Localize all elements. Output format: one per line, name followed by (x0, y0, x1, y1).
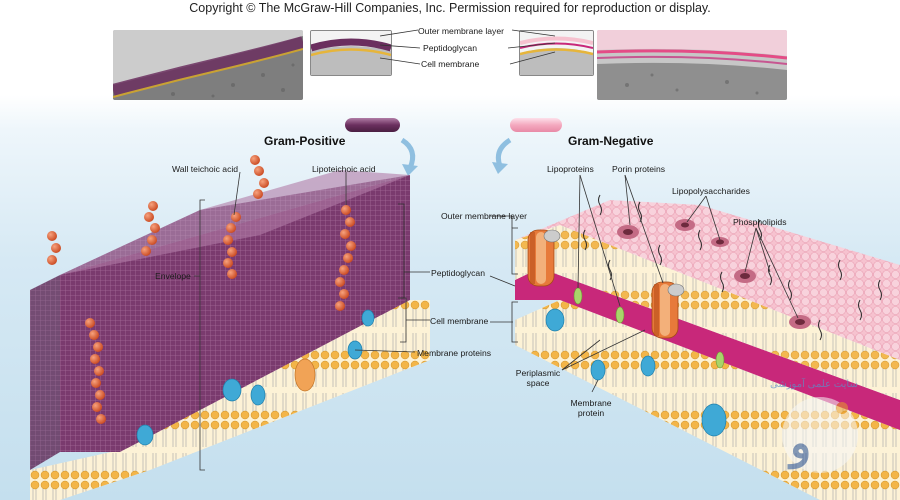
lipopolysaccharide-strands (583, 194, 882, 341)
gram-negative-membrane-proteins (545, 308, 727, 437)
label-lipoteichoic-acid: Lipoteichoic acid (312, 164, 376, 174)
lipoproteins (573, 287, 725, 369)
gram-positive-heading: Gram-Positive (264, 134, 346, 148)
label-periplasmic-space-line2: space (526, 378, 550, 388)
inset-label-peptidoglycan: Peptidoglycan (423, 43, 477, 53)
gram-negative-micrograph (597, 30, 787, 100)
gram-positive-inset-diagram (310, 30, 392, 76)
gram-positive-membrane-proteins (136, 309, 375, 446)
label-wall-teichoic-acid: Wall teichoic acid (172, 164, 239, 174)
label-membrane-protein: Membrane protein (566, 398, 616, 418)
copyright-notice: Copyright © The McGraw-Hill Companies, I… (189, 1, 711, 15)
lipoteichoic-acid-chains (47, 205, 356, 424)
gram-positive-inset-layers (311, 31, 391, 75)
inset-label-outer-membrane-layer: Outer membrane layer (418, 26, 504, 36)
label-membrane-protein-line1: Membrane (570, 398, 612, 408)
label-cell-membrane: Cell membrane (430, 316, 489, 326)
svg-text:و: و (787, 419, 811, 470)
gram-negative-heading: Gram-Negative (568, 134, 654, 148)
label-lipopolysaccharides: Lipopolysaccharides (672, 186, 750, 196)
gram-positive-arrow (400, 137, 416, 170)
label-outer-membrane-layer: Outer membrane layer (441, 211, 527, 221)
gram-negative-stain-pill (510, 118, 562, 132)
label-membrane-protein-line2: protein (577, 408, 605, 418)
label-periplasmic-space-line1: Periplasmic (515, 368, 561, 378)
lipopolysaccharide-pores (617, 219, 811, 329)
watermark-text: سایت علمی آموزشی (770, 379, 858, 390)
gram-negative-leader-lines (489, 174, 799, 393)
envelope-bracket (194, 199, 205, 471)
wall-teichoic-acid-chains (141, 155, 269, 279)
label-lipoproteins: Lipoproteins (547, 164, 594, 174)
gram-positive-stain-pill (345, 118, 400, 132)
label-porin-proteins: Porin proteins (612, 164, 666, 174)
periplasmic-peptidoglycan-band (515, 268, 900, 430)
gram-positive-orange-protein (294, 358, 316, 392)
gram-negative-arrow (495, 137, 512, 167)
gram-positive-peptidoglycan-front (60, 175, 410, 452)
gram-positive-layer-brackets (233, 171, 430, 353)
inset-label-cell-membrane: Cell membrane (421, 59, 480, 69)
gram-positive-micrograph-image (113, 30, 303, 100)
gram-negative-micrograph-image (597, 30, 787, 100)
gram-positive-micrograph (113, 30, 303, 100)
label-periplasmic-space: Periplasmic space (508, 368, 568, 388)
label-peptidoglycan: Peptidoglycan (431, 268, 485, 278)
label-membrane-proteins: Membrane proteins (417, 348, 492, 358)
gram-negative-inset-diagram (519, 30, 594, 76)
label-phospholipids: Phospholipids (733, 217, 787, 227)
porin-proteins (527, 229, 685, 339)
label-envelope: Envelope (155, 271, 191, 281)
watermark-logo: و (782, 397, 858, 473)
gram-negative-inset-layers (520, 31, 593, 75)
